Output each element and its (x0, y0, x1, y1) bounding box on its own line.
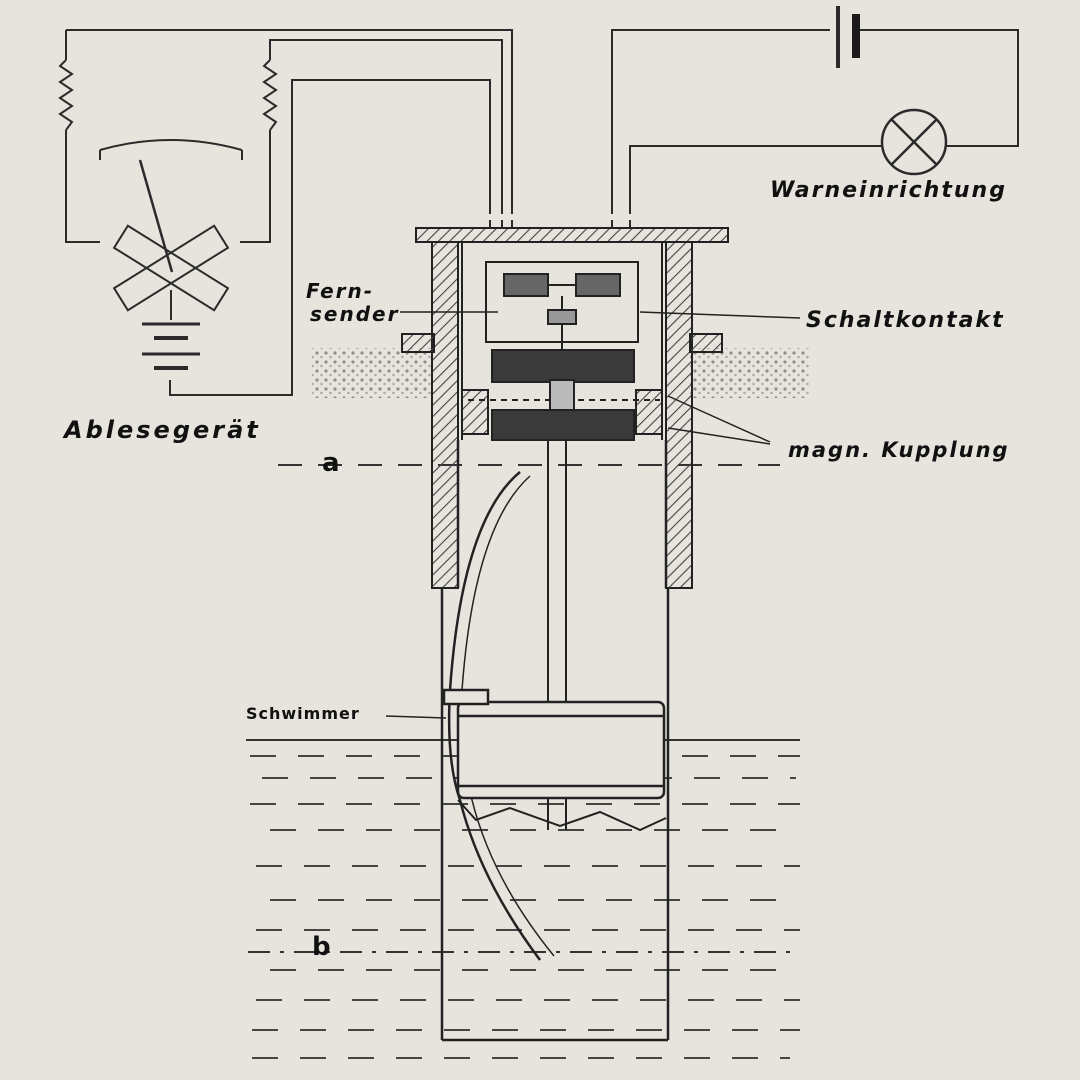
label-warneinrichtung: Warneinrichtung (770, 178, 1007, 203)
label-fernsender: Fern- sender (306, 280, 399, 326)
label-schwimmer: Schwimmer (246, 704, 360, 723)
label-schaltkontakt: Schaltkontakt (806, 308, 1005, 333)
label-level-b: b (312, 932, 333, 962)
resistor-right (262, 59, 278, 131)
magnetic-coupling (468, 349, 660, 441)
flexible-cable (447, 471, 542, 961)
label-magn-kupplung: magn. Kupplung (788, 438, 1010, 462)
label-level-a: a (322, 448, 342, 478)
meter-scale (99, 139, 243, 151)
liquid-body (250, 755, 800, 1059)
resistor-left (58, 59, 74, 131)
meter-needle (138, 159, 174, 273)
warning-circuit (611, 6, 1019, 210)
gauge-head (401, 227, 729, 589)
label-ablesegeraet: Ablesegerät (64, 416, 261, 444)
sender-mechanism (485, 261, 639, 350)
leader-lines (385, 311, 801, 719)
crossed-coils (112, 224, 230, 312)
float (442, 688, 667, 832)
label-fernsender-line1: Fern- (306, 279, 375, 303)
battery-left (142, 322, 200, 370)
warning-lamp-icon (880, 108, 948, 176)
guide-tube (440, 440, 670, 1042)
ground-layer (312, 348, 810, 398)
label-fernsender-line2: sender (310, 302, 400, 326)
battery-right-short (852, 14, 860, 58)
